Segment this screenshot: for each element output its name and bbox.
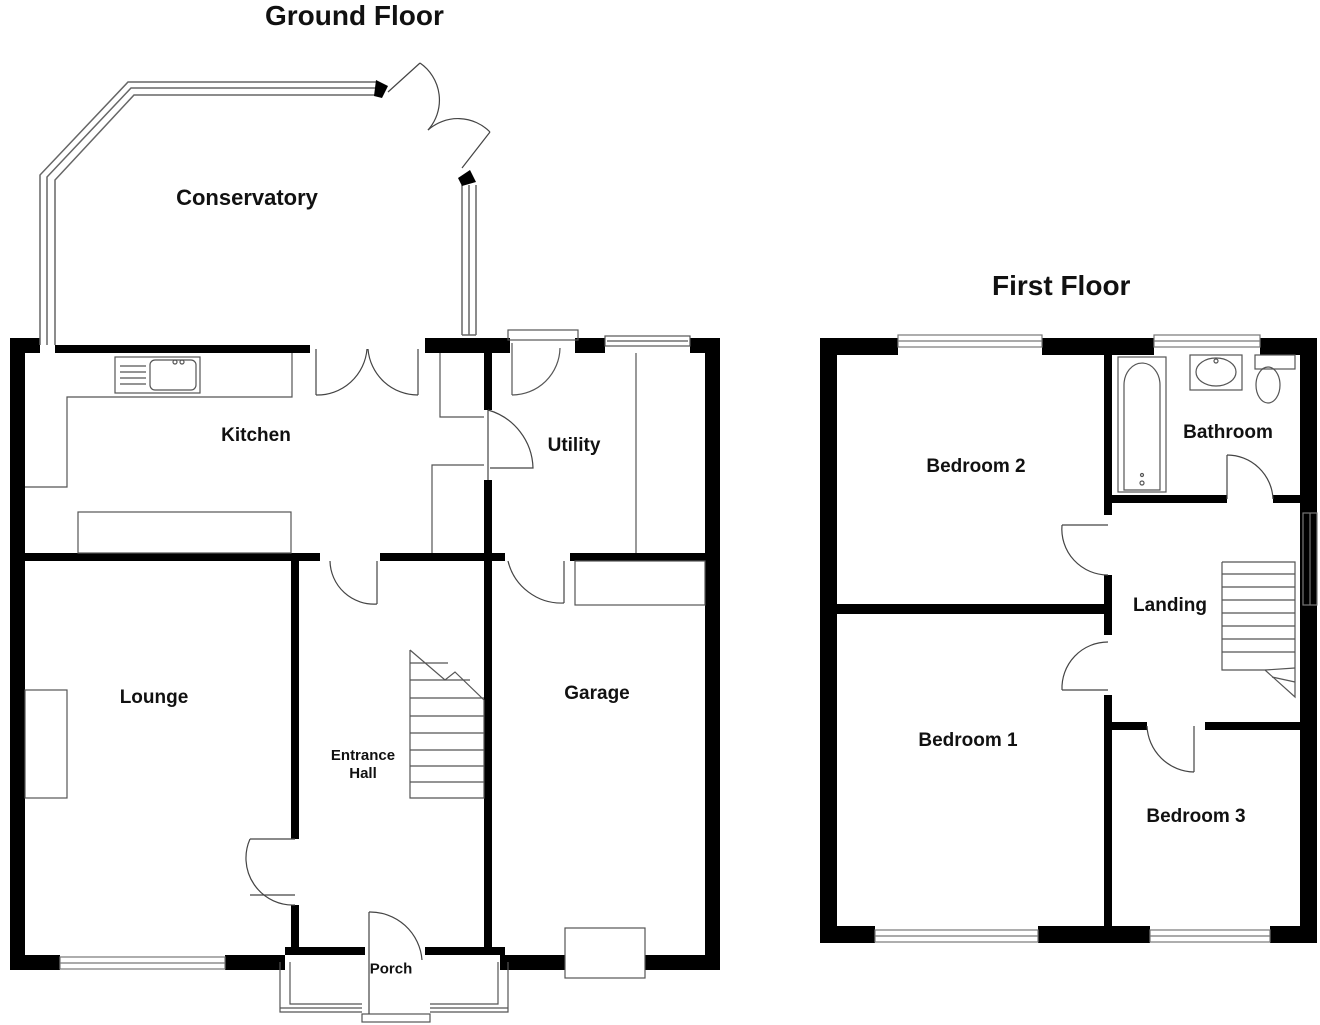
lounge-window xyxy=(59,956,226,970)
conservatory-doors xyxy=(387,62,491,169)
first-floor-inner-walls xyxy=(837,355,1303,926)
ground-floor-title: Ground Floor xyxy=(265,0,444,31)
garage-fixtures xyxy=(564,560,706,979)
kitchen-conservatory-doors xyxy=(315,348,419,396)
bedroom-3-door xyxy=(1146,725,1195,773)
hall-kitchen-door xyxy=(329,560,378,605)
entrance-hall-label-line2: Hall xyxy=(349,765,377,782)
bedroom-2-label: Bedroom 2 xyxy=(926,456,1026,477)
bedroom-1-label: Bedroom 1 xyxy=(918,730,1018,751)
porch-label: Porch xyxy=(369,960,413,978)
utility-label: Utility xyxy=(547,435,601,456)
bathroom-door xyxy=(1226,454,1274,500)
ground-floor-plan xyxy=(10,62,720,1023)
bathroom-fixtures xyxy=(1117,354,1296,493)
bedroom-3-label: Bedroom 3 xyxy=(1146,806,1246,827)
ground-floor-inner-walls xyxy=(25,345,705,955)
first-floor-stairs xyxy=(1221,561,1296,699)
garage-label: Garage xyxy=(564,683,630,704)
entrance-hall-label-line1: Entrance xyxy=(330,747,396,764)
kitchen-utility-door xyxy=(487,409,534,480)
lounge-hall-door xyxy=(245,838,296,906)
first-floor-outer-walls xyxy=(820,338,1317,943)
porch-door xyxy=(368,911,423,1014)
lounge-fireplace xyxy=(24,689,68,799)
utility-garage-door xyxy=(507,560,565,604)
first-floor-title: First Floor xyxy=(992,270,1131,301)
bedroom-2-door xyxy=(1061,524,1109,576)
bathroom-label: Bathroom xyxy=(1183,422,1273,443)
bedroom-1-door xyxy=(1061,641,1109,691)
conservatory-posts xyxy=(374,80,476,186)
landing-label: Landing xyxy=(1133,595,1207,616)
kitchen-fixtures xyxy=(25,353,484,554)
first-floor-plan xyxy=(820,334,1318,943)
ground-floor-outer-walls xyxy=(10,338,720,970)
entrance-hall-label: Entrance Hall xyxy=(331,747,395,783)
kitchen-label: Kitchen xyxy=(221,425,291,446)
conservatory-label: Conservatory xyxy=(176,185,318,210)
lounge-label: Lounge xyxy=(119,687,189,708)
utility-fixtures xyxy=(507,329,691,553)
conservatory-glazing xyxy=(39,81,477,345)
porch-structure xyxy=(279,962,509,1023)
ground-floor-stairs xyxy=(409,649,485,799)
first-floor-windows xyxy=(874,334,1318,943)
